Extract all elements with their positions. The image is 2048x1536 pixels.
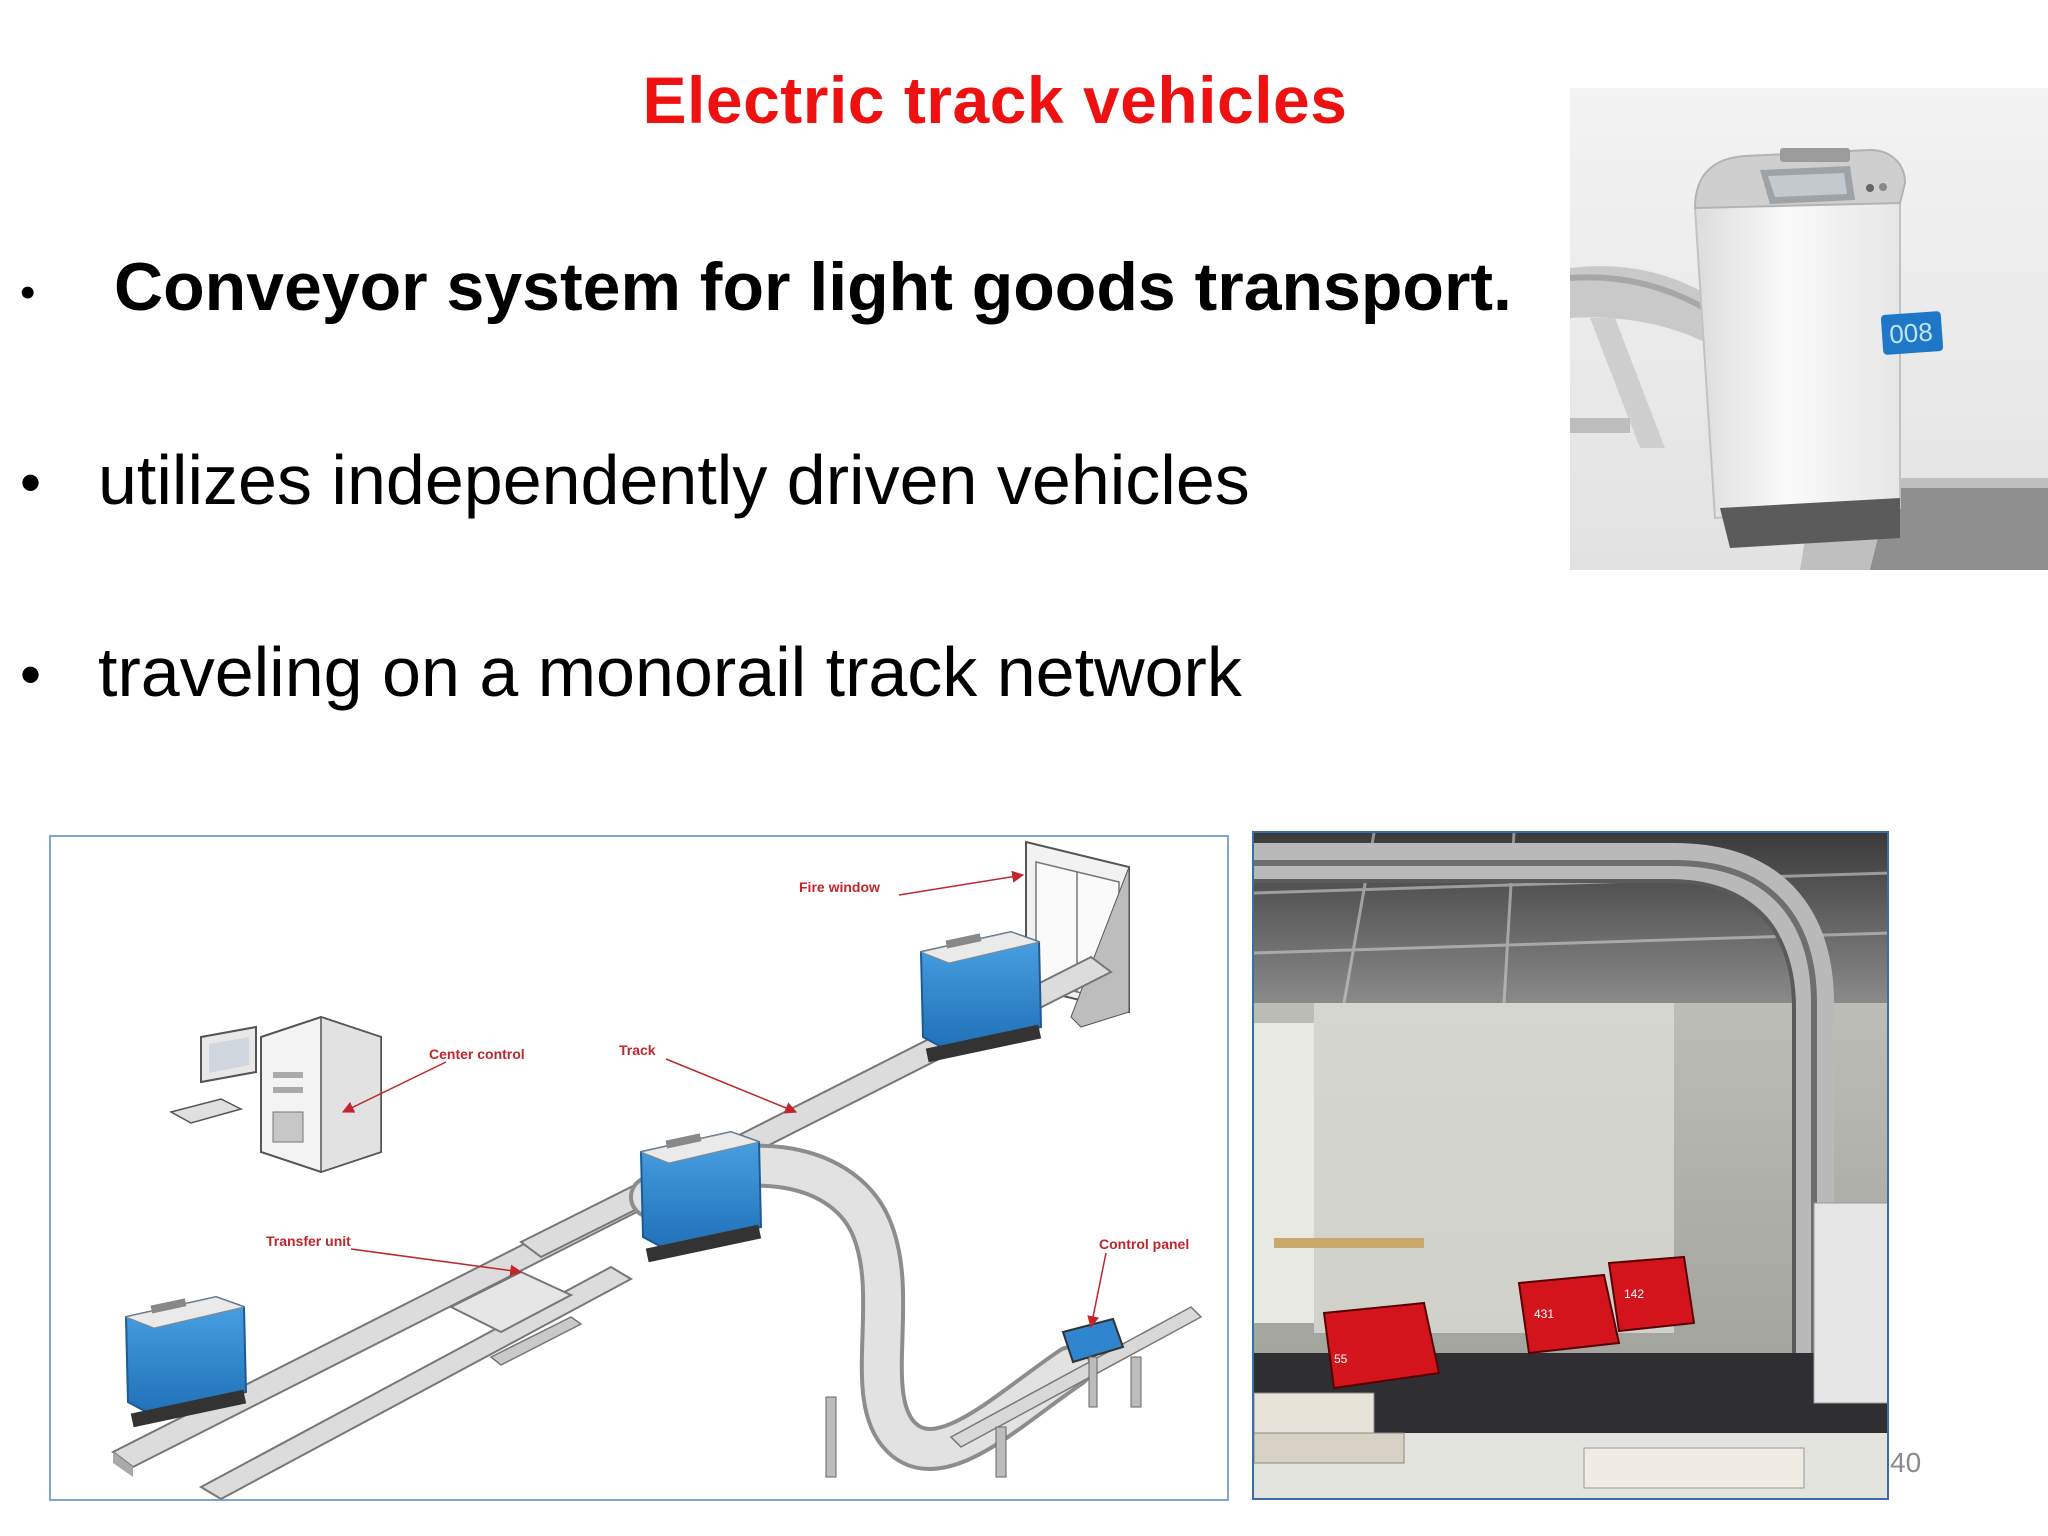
bullet-text: utilizes independently driven vehicles bbox=[98, 441, 1250, 519]
vehicle-product-photo: 008 bbox=[1569, 88, 2048, 570]
monorail-installation-photo: 55 431 142 bbox=[1252, 831, 1889, 1500]
bullet-text: Conveyor system for light goods transpor… bbox=[114, 249, 1512, 325]
page-number: 40 bbox=[1890, 1447, 1922, 1478]
red-vehicle-3: 142 bbox=[1607, 1255, 1696, 1333]
red-vehicle-1: 55 bbox=[1322, 1301, 1441, 1390]
svg-text:142: 142 bbox=[1624, 1287, 1644, 1301]
vehicle-top bbox=[919, 930, 1043, 1063]
bullet-marker: • bbox=[20, 449, 42, 516]
vehicle-bottom bbox=[124, 1295, 248, 1428]
svg-text:55: 55 bbox=[1334, 1352, 1348, 1366]
label-center-control: Center control bbox=[429, 1046, 525, 1062]
bullet-marker: • bbox=[20, 641, 42, 708]
label-control-panel: Control panel bbox=[1099, 1236, 1189, 1252]
label-fire-window: Fire window bbox=[799, 879, 880, 895]
red-vehicle-2: 431 bbox=[1517, 1273, 1621, 1355]
slide-title: Electric track vehicles bbox=[642, 63, 1348, 137]
center-control-computer-icon bbox=[168, 1015, 382, 1174]
label-track: Track bbox=[619, 1042, 656, 1058]
label-transfer-unit: Transfer unit bbox=[266, 1233, 351, 1249]
vehicle-middle bbox=[639, 1130, 763, 1263]
vehicle-number-display: 008 bbox=[1888, 317, 1933, 350]
system-diagram: Fire window Center control Track Transfe… bbox=[49, 835, 1229, 1501]
bullet-marker: • bbox=[20, 268, 36, 317]
bullet-text: traveling on a monorail track network bbox=[98, 633, 1242, 711]
svg-text:431: 431 bbox=[1534, 1307, 1554, 1321]
